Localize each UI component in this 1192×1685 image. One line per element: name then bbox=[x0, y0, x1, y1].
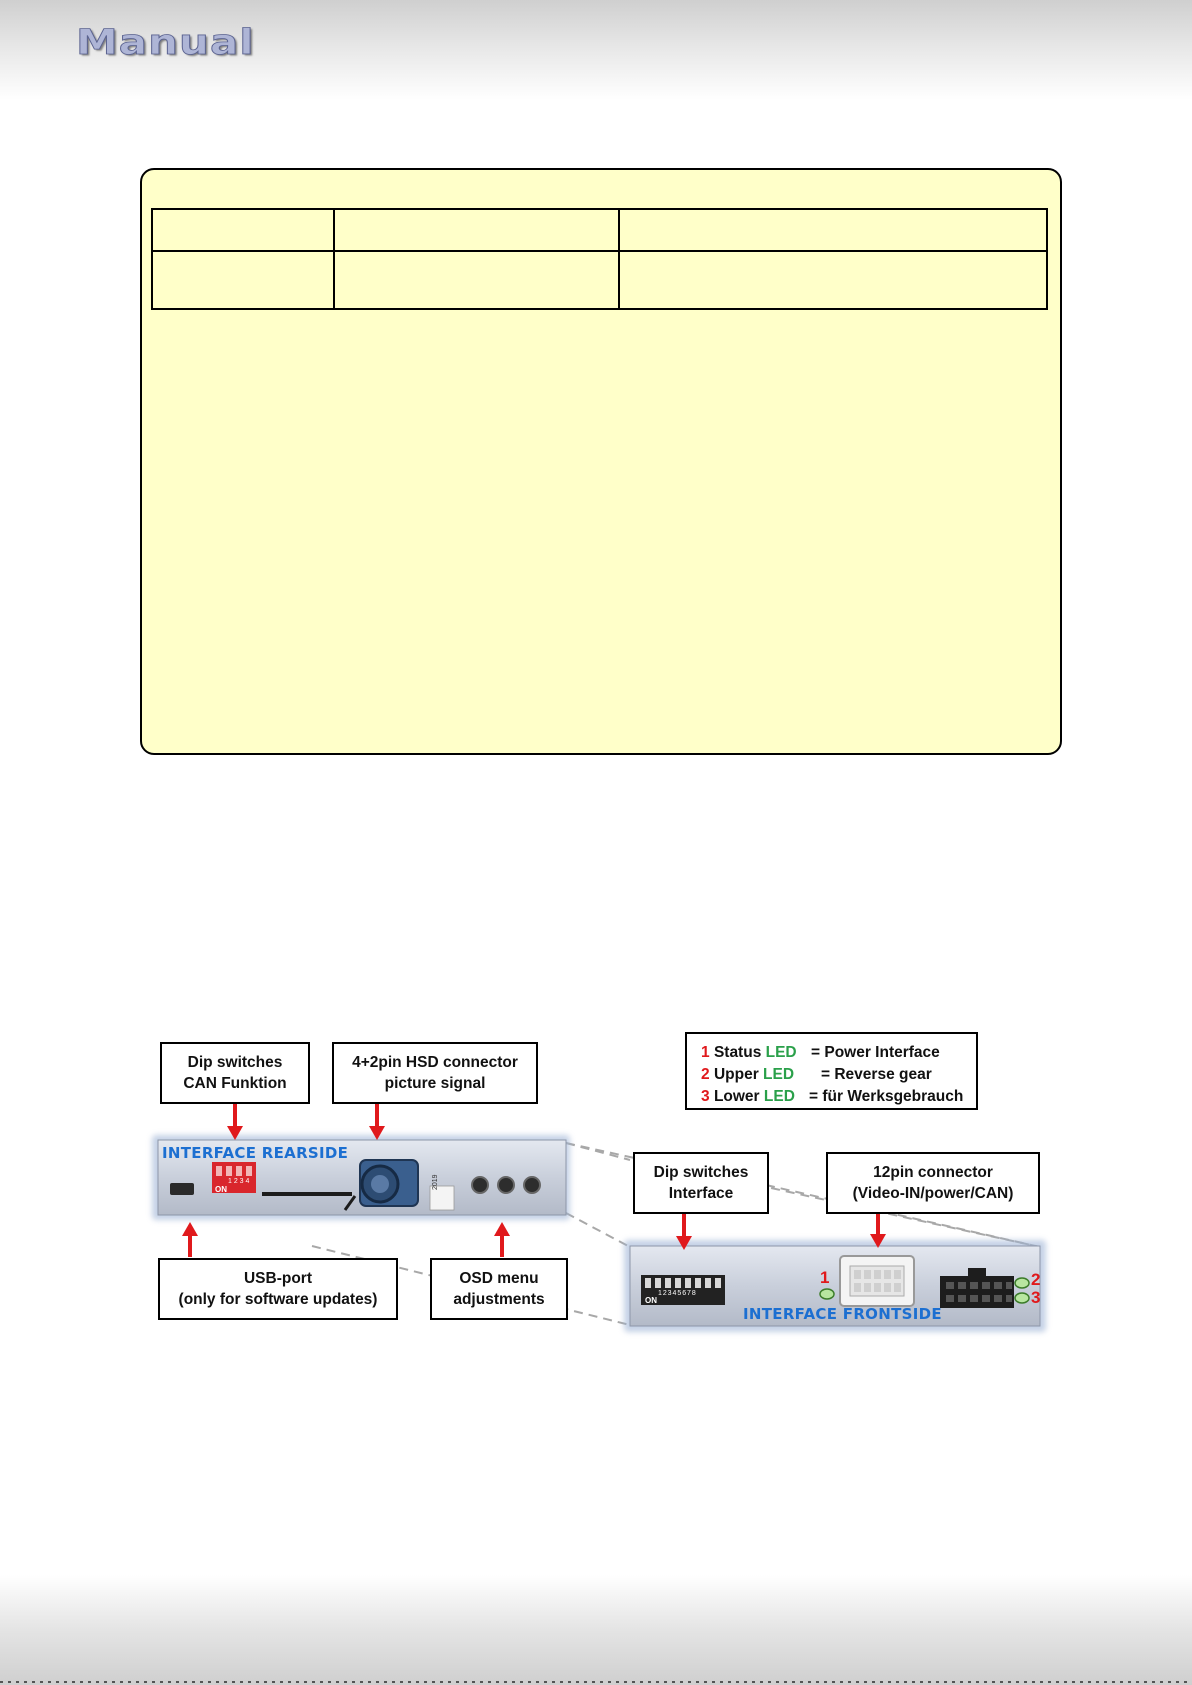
rear-caption: INTERFACE REARSIDE bbox=[162, 1144, 349, 1162]
led-2-icon bbox=[1014, 1277, 1030, 1289]
led-1-icon bbox=[819, 1288, 835, 1300]
table-cell bbox=[333, 250, 620, 310]
label-dip-interface: Dip switches Interface bbox=[633, 1152, 769, 1214]
footer-band bbox=[0, 1575, 1192, 1685]
osd-buttons-icon bbox=[471, 1176, 541, 1194]
black-connector-icon bbox=[940, 1268, 1014, 1308]
rear-interface-box bbox=[152, 1135, 570, 1220]
spec-table bbox=[151, 208, 1048, 310]
label-12pin-connector: 12pin connector (Video-IN/power/CAN) bbox=[826, 1152, 1040, 1214]
legend-row: 2 Upper LED = Reverse gear bbox=[701, 1066, 932, 1083]
rear-dip-numbers: 1 2 3 4 bbox=[228, 1178, 250, 1185]
table-cell bbox=[333, 208, 620, 252]
led-marker-2: 2 bbox=[1031, 1270, 1041, 1289]
label-hsd-connector: 4+2pin HSD connector picture signal bbox=[332, 1042, 538, 1104]
table-row bbox=[151, 208, 1048, 252]
front-interface-box bbox=[624, 1240, 1046, 1332]
label-usb-port: USB-port (only for software updates) bbox=[158, 1258, 398, 1320]
front-dip-numbers: 1 2 3 4 5 6 7 8 bbox=[658, 1290, 696, 1297]
legend-row: 3 Lower LED = für Werksgebrauch bbox=[701, 1088, 964, 1105]
led-marker-3: 3 bbox=[1031, 1288, 1041, 1307]
page-title: Manual bbox=[76, 22, 255, 63]
hsd-connector-icon bbox=[343, 1159, 419, 1211]
front-caption: INTERFACE FRONTSIDE bbox=[743, 1305, 942, 1323]
front-dip-on-label: ON bbox=[645, 1296, 657, 1305]
table-cell bbox=[151, 208, 335, 252]
led-marker-1: 1 bbox=[820, 1268, 830, 1287]
led-3-icon bbox=[1014, 1292, 1030, 1304]
legend-row: 1 Status LED = Power Interface bbox=[701, 1044, 940, 1061]
label-osd-menu: OSD menu adjustments bbox=[430, 1258, 568, 1320]
table-cell bbox=[618, 208, 1048, 252]
label-dip-can: Dip switches CAN Funktion bbox=[160, 1042, 310, 1104]
table-row bbox=[151, 250, 1048, 310]
usb-port-icon bbox=[170, 1183, 194, 1195]
table-cell bbox=[151, 250, 335, 310]
table-cell bbox=[618, 250, 1048, 310]
arrows bbox=[182, 1103, 886, 1257]
header-band bbox=[0, 0, 1192, 100]
led-legend: 1 Status LED = Power Interface 2 Upper L… bbox=[685, 1032, 978, 1110]
note-panel bbox=[140, 168, 1062, 755]
pin12-connector-icon bbox=[839, 1255, 915, 1307]
rear-dip-on-label: ON bbox=[215, 1185, 227, 1194]
sticker-icon bbox=[429, 1185, 455, 1211]
sticker-text: 2019 bbox=[432, 1174, 439, 1190]
